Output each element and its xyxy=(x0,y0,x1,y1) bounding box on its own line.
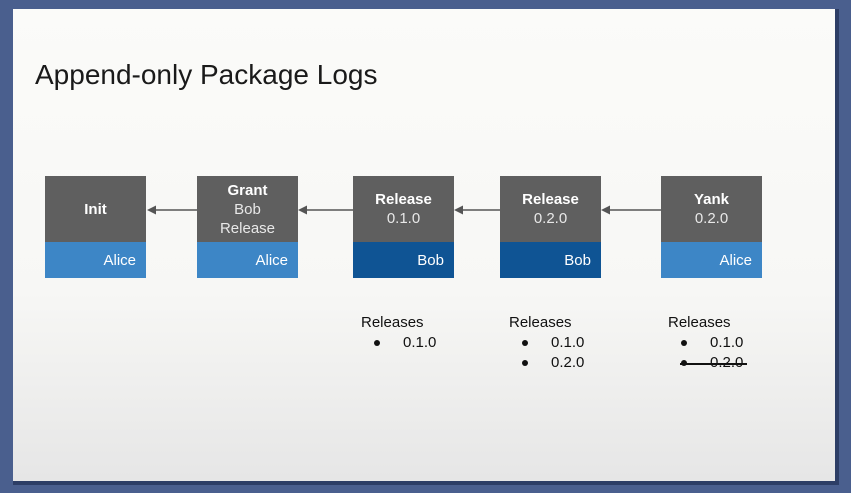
release-version: 0.2.0 xyxy=(551,354,585,371)
entry-header: Init xyxy=(45,176,146,242)
release-item: 0.2.0 xyxy=(509,353,584,373)
release-list-label: Releases xyxy=(509,314,572,331)
log-entry-grant: Grant Bob Release Alice xyxy=(197,176,298,278)
release-version: 0.1.0 xyxy=(403,334,437,351)
log-entry-init: Init Alice xyxy=(45,176,146,278)
entry-argument: Bob xyxy=(234,200,261,218)
release-list-label: Releases xyxy=(668,314,731,331)
entry-author: Bob xyxy=(500,242,601,278)
entry-author: Alice xyxy=(45,242,146,278)
entry-operation: Init xyxy=(84,200,107,218)
entry-author-name: Alice xyxy=(719,251,752,269)
entry-argument: Release xyxy=(219,219,276,237)
bullet-icon xyxy=(374,340,380,346)
release-item: 0.1.0 xyxy=(509,333,584,353)
release-version: 0.2.0 xyxy=(710,354,744,371)
entry-author: Bob xyxy=(353,242,454,278)
entry-operation: Yank xyxy=(693,191,730,208)
arrow-left-icon xyxy=(601,205,661,215)
entry-argument: 0.2.0 xyxy=(694,210,729,227)
entry-author: Alice xyxy=(661,242,762,278)
bullet-icon xyxy=(522,360,528,366)
entry-operation: Grant xyxy=(227,181,268,199)
entry-operation: Release xyxy=(522,191,579,208)
entry-operation: Release xyxy=(375,191,432,208)
release-list-label: Releases xyxy=(361,314,424,331)
entry-header: Release 0.2.0 xyxy=(500,176,601,242)
strikethrough-line xyxy=(680,363,747,365)
entry-header: Yank 0.2.0 xyxy=(661,176,762,242)
log-entry-yank: Yank 0.2.0 Alice xyxy=(661,176,762,278)
log-entry-release-1: Release 0.1.0 Bob xyxy=(353,176,454,278)
entry-argument: 0.1.0 xyxy=(386,210,421,227)
release-item: 0.1.0 xyxy=(361,333,436,353)
arrow-left-icon xyxy=(298,205,353,215)
entry-author-name: Bob xyxy=(564,251,591,269)
arrow-left-icon xyxy=(147,205,197,215)
release-list-1: Releases 0.1.0 xyxy=(361,314,436,353)
entry-author-name: Alice xyxy=(103,251,136,269)
entry-header: Release 0.1.0 xyxy=(353,176,454,242)
slide-title: Append-only Package Logs xyxy=(35,59,378,90)
arrow-left-icon xyxy=(454,205,500,215)
slide: Append-only Package Logs Init Alice Gran… xyxy=(13,9,839,485)
release-list-2: Releases 0.1.0 0.2.0 xyxy=(509,314,584,373)
entry-author-name: Alice xyxy=(255,251,288,269)
release-version: 0.1.0 xyxy=(551,334,585,351)
bullet-icon xyxy=(681,340,687,346)
release-version: 0.1.0 xyxy=(710,334,744,351)
entry-argument: 0.2.0 xyxy=(533,210,568,227)
release-list-3: Releases 0.1.0 0.2.0 xyxy=(668,314,747,373)
entry-author-name: Bob xyxy=(417,251,444,269)
entry-header: Grant Bob Release xyxy=(197,176,298,242)
log-entry-release-2: Release 0.2.0 Bob xyxy=(500,176,601,278)
entry-author: Alice xyxy=(197,242,298,278)
release-item-yanked: 0.2.0 xyxy=(668,353,747,373)
bullet-icon xyxy=(522,340,528,346)
release-item: 0.1.0 xyxy=(668,333,743,353)
